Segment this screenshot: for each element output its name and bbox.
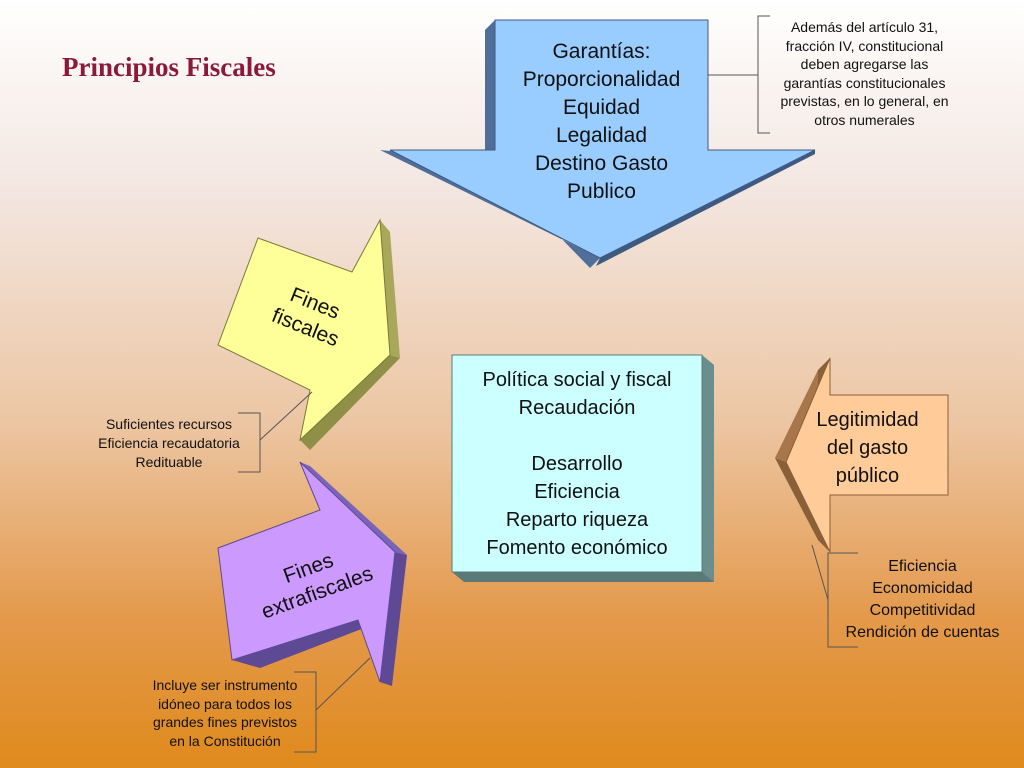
- garantias-line: Garantías:: [552, 40, 651, 63]
- fines-extrafiscales-note-line: grandes fines previstos: [153, 714, 297, 730]
- fines-fiscales-note: Suficientes recursos Eficiencia recaudat…: [84, 415, 254, 472]
- legitimidad-note: Eficiencia Economicidad Competitividad R…: [830, 556, 1015, 644]
- garantias-line: Legalidad: [555, 124, 648, 147]
- legitimidad-note-line: Eficiencia: [888, 558, 957, 575]
- page-title: Principios Fiscales: [62, 52, 276, 82]
- fines-extrafiscales-note: Incluye ser instrumento idóneo para todo…: [135, 676, 315, 750]
- fines-fiscales-note-line: Suficientes recursos: [105, 416, 233, 432]
- garantias-note-line: garantías constitucionales: [783, 74, 946, 91]
- legitimidad-note-line: Rendición de cuentas: [845, 624, 1000, 641]
- legitimidad-line: Legitimidad: [816, 409, 919, 431]
- garantias-line: Proporcionalidad: [522, 68, 681, 91]
- legitimidad-line: público: [835, 465, 900, 487]
- garantias-arrow: [380, 19, 816, 268]
- garantias-note-line: deben agregarse las: [800, 56, 929, 72]
- center-line: Desarrollo: [531, 453, 623, 475]
- fines-fiscales-note-line: Eficiencia recaudatoria: [98, 435, 240, 451]
- center-line: Fomento económico: [486, 537, 668, 559]
- center-box: [451, 354, 714, 582]
- garantias-line: Destino Gasto: [534, 152, 669, 175]
- fines-extrafiscales-note-line: en la Constitución: [169, 732, 281, 749]
- center-line: Recaudación: [518, 397, 636, 419]
- note-brackets: [238, 15, 858, 753]
- garantias-note-line: otros numerales: [814, 111, 915, 128]
- center-line: Eficiencia: [534, 481, 620, 503]
- legitimidad-arrow: [775, 357, 949, 553]
- garantias-line: Equidad: [562, 96, 641, 119]
- legitimidad-note-line: Economicidad: [872, 580, 973, 597]
- fines-extrafiscales-note-line: idóneo para todos los: [158, 695, 292, 712]
- garantias-text: Garantías: Proporcionalidad Equidad Lega…: [495, 38, 708, 206]
- fines-fiscales-note-line: Redituable: [135, 454, 203, 470]
- garantias-note-line: Además del artículo 31,: [790, 19, 939, 35]
- fines-fiscales-arrow: [217, 218, 400, 450]
- center-line: Reparto riqueza: [505, 509, 649, 531]
- legitimidad-line: del gasto: [826, 437, 909, 459]
- legitimidad-text: Legitimidad del gasto público: [800, 406, 935, 490]
- fines-extrafiscales-note-line: Incluye ser instrumento: [152, 677, 298, 693]
- legitimidad-note-line: Competitividad: [869, 602, 976, 619]
- garantias-line: Publico: [567, 180, 636, 203]
- center-line: [452, 422, 702, 450]
- fines-extrafiscales-arrow: [217, 461, 407, 686]
- center-line: Política social y fiscal: [482, 369, 672, 391]
- garantias-note: Además del artículo 31, fracción IV, con…: [762, 18, 967, 129]
- center-box-text: Política social y fiscal Recaudación Des…: [452, 366, 702, 562]
- garantias-note-line: fracción IV, constitucional: [785, 37, 944, 54]
- garantias-note-line: previstas, en lo general, en: [780, 93, 949, 109]
